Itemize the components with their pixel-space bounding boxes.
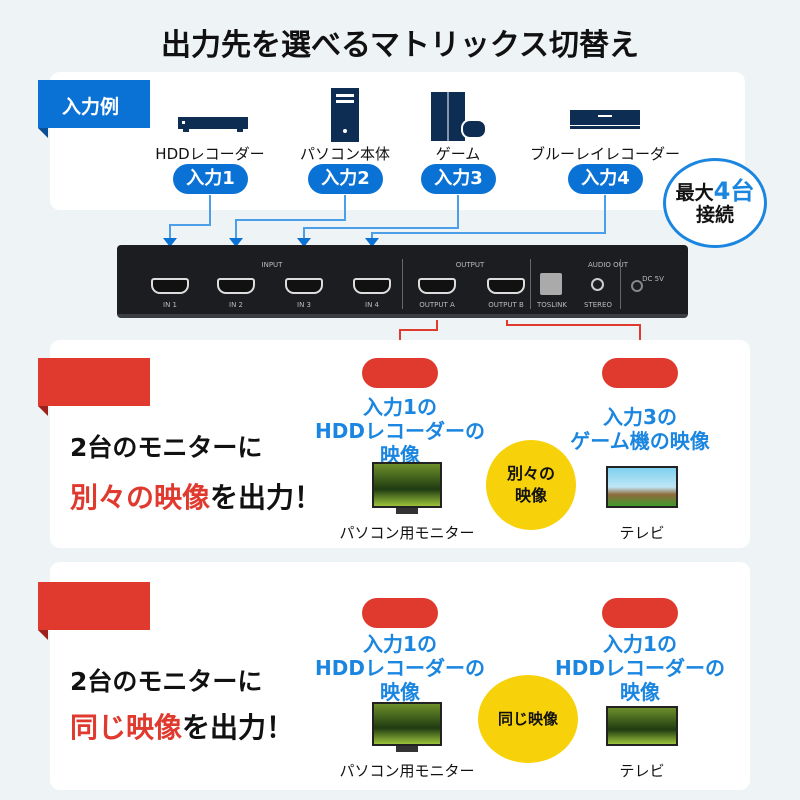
bubble-prefix: 最大 — [675, 182, 714, 204]
input-section-label: INPUT — [261, 261, 283, 269]
ex2-b-caption: テレビ — [619, 762, 665, 780]
output-example-1-tag: 出力例1 — [38, 358, 150, 416]
ex2-output-b-pill: 出力B — [602, 598, 678, 628]
dc-label: DC 5V — [642, 275, 664, 283]
hdd-recorder-icon — [178, 117, 248, 132]
ex1-line2: 別々の映像を出力！ — [70, 476, 322, 516]
output-section-label: OUTPUT — [455, 261, 485, 269]
input-pill-4: 入力4 — [568, 164, 643, 194]
ex1-tv-image — [606, 466, 678, 508]
port-label-stereo: STEREO — [584, 301, 612, 309]
hdmi-port-in4 — [353, 278, 391, 294]
port-label-in4: IN 4 — [365, 301, 379, 309]
port-label-in1: IN 1 — [163, 301, 177, 309]
input-pill-1: 入力1 — [173, 164, 248, 194]
input-pill-3: 入力3 — [421, 164, 496, 194]
ex1-pc-monitor-image — [372, 462, 442, 508]
source-label-hdd: HDDレコーダー — [155, 145, 265, 163]
ex2-line1: 2台のモニターに — [70, 667, 263, 696]
bluray-recorder-icon — [570, 110, 640, 129]
ex1-a-caption: パソコン用モニター — [339, 524, 475, 542]
desktop-pc-icon — [331, 88, 359, 142]
audio-section-label: AUDIO OUT — [587, 261, 628, 269]
page-title: 出力先を選べるマトリックス切替え — [161, 28, 639, 63]
port-label-output-a: OUTPUT A — [419, 301, 455, 309]
port-label-in2: IN 2 — [229, 301, 243, 309]
source-label-game: ゲーム — [435, 145, 481, 163]
ex2-a-caption: パソコン用モニター — [339, 762, 475, 780]
hdmi-port-in3 — [285, 278, 323, 294]
hdmi-port-in2 — [217, 278, 255, 294]
ex1-line1: 2台のモニターに — [70, 433, 263, 462]
ex1-b-caption: テレビ — [619, 524, 665, 542]
ex1-line2-emphasis: 別々の映像 — [70, 481, 211, 514]
ex1-output-b-pill: 出力B — [602, 358, 678, 388]
ex2-same-video-bubble: 同じ映像 — [478, 675, 578, 763]
ex1-line2-rest: を出力！ — [210, 481, 323, 514]
matrix-switch-device: INPUT OUTPUT AUDIO OUT DC 5V IN 1 IN 2 I… — [117, 245, 688, 318]
max-4-bubble: 最大4台 接続 — [663, 158, 767, 248]
hdmi-port-in1 — [151, 278, 189, 294]
ex1-a-text: 入力1の HDDレコーダーの 映像 — [315, 395, 485, 467]
stereo-jack — [591, 278, 604, 291]
hdmi-port-output-b — [487, 278, 525, 294]
bubble-suffix: 接続 — [695, 204, 734, 226]
hdmi-port-output-a — [418, 278, 456, 294]
ex1-b-text: 入力3の ゲーム機の映像 — [570, 405, 710, 453]
ex2-line2-emphasis: 同じ映像 — [70, 711, 183, 744]
ex1-output-a-pill: 出力A — [362, 358, 438, 388]
bubble-number: 4台 — [713, 177, 755, 205]
game-console-icon — [431, 92, 487, 141]
port-label-toslink: TOSLINK — [536, 301, 568, 309]
output-example-2-tag: 出力例2 — [38, 582, 150, 640]
toslink-port — [540, 273, 562, 295]
ex2-pc-monitor-image — [372, 702, 442, 746]
port-label-in3: IN 3 — [297, 301, 311, 309]
ex2-a-text: 入力1の HDDレコーダーの 映像 — [315, 632, 485, 704]
ex2-b-text: 入力1の HDDレコーダーの 映像 — [555, 632, 725, 704]
input-pill-2: 入力2 — [308, 164, 383, 194]
ex2-tv-image — [606, 706, 678, 746]
port-label-output-b: OUTPUT B — [488, 301, 524, 309]
ex2-line2: 同じ映像を出力！ — [70, 706, 294, 746]
source-label-bluray: ブルーレイレコーダー — [530, 145, 681, 163]
ex2-output-a-pill: 出力A — [362, 598, 438, 628]
ex1-different-video-bubble: 別々の 映像 — [486, 440, 576, 530]
input-example-tag: 入力例 — [38, 80, 150, 138]
source-label-pc: パソコン本体 — [299, 145, 390, 163]
ex2-line2-rest: を出力！ — [182, 711, 295, 744]
dc-jack — [631, 280, 643, 292]
